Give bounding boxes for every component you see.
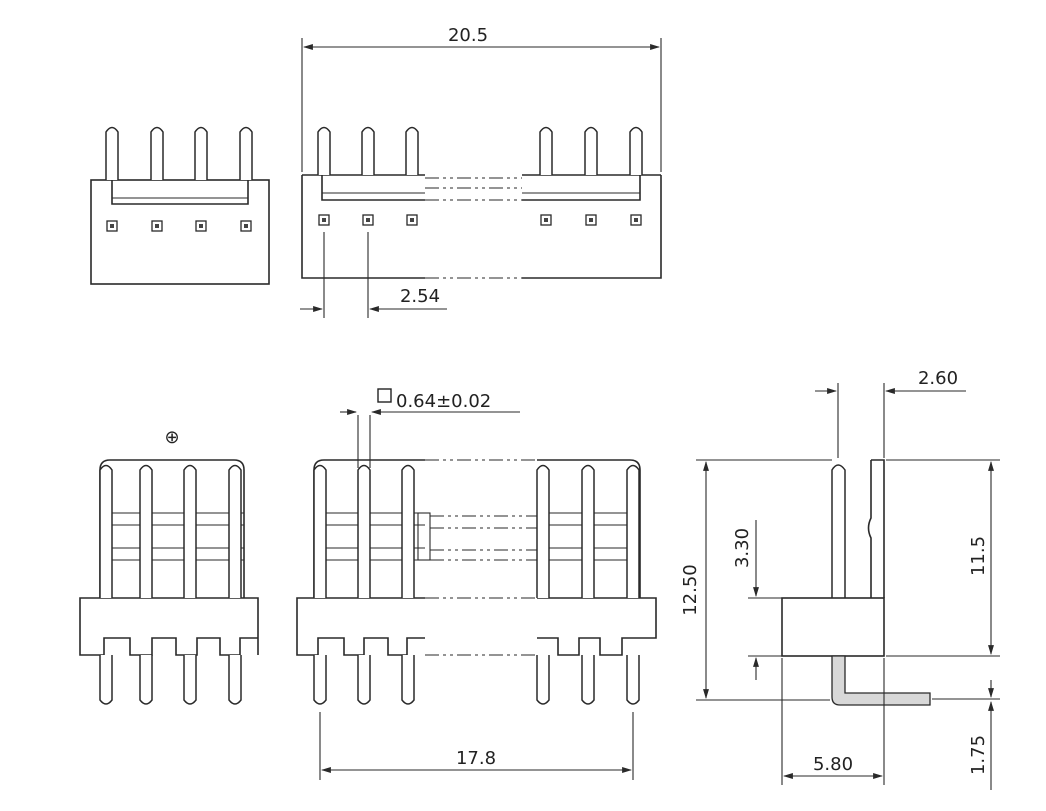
- dim-tail-length-label: 1.75: [968, 735, 989, 775]
- dim-depth-label: 5.80: [813, 754, 853, 775]
- dim-pin-height-label: 11.5: [968, 536, 989, 576]
- top-view-npin-holes: [318, 214, 642, 226]
- dim-housing-height-label: 3.30: [732, 528, 753, 568]
- dim-housing-height: 3.30: [732, 520, 782, 680]
- dim-pin-offset-label: 2.60: [918, 368, 958, 389]
- dim-pin-height: 11.5: [886, 459, 1000, 657]
- dim-tail-length: 1.75: [932, 680, 1000, 790]
- top-view-npin-pins: [317, 126, 643, 175]
- top-view-4pin-holes: [106, 220, 252, 232]
- dim-total-height-label: 12.50: [680, 564, 701, 616]
- dim-total-height: 12.50: [680, 459, 832, 701]
- dim-pin-size-label: 0.64±0.02: [396, 391, 491, 412]
- dim-depth: 5.80: [781, 658, 885, 785]
- dim-pitch: 2.54: [300, 232, 447, 318]
- dim-pitch-label: 2.54: [400, 286, 440, 307]
- top-view-4pin-pins: [105, 126, 253, 180]
- side-view: 2.60 12.50 3.30 11.5 1.75: [680, 368, 1000, 790]
- position-symbol: ⊕: [164, 427, 179, 448]
- front-view-4pin: ⊕: [79, 427, 259, 705]
- front-view-4pin-pins: [99, 464, 242, 705]
- dim-pin-span-label: 17.8: [456, 748, 496, 769]
- top-view-npin: 20.5 2.54: [300, 25, 662, 318]
- front-view-npin-pins: [313, 464, 640, 705]
- front-view-npin: 0.64±0.02 17.8: [296, 388, 657, 780]
- top-view-4pin: [90, 126, 270, 285]
- dim-overall-length: 20.5: [301, 25, 662, 172]
- dim-pin-offset: 2.60: [815, 368, 966, 458]
- dim-overall-length-label: 20.5: [448, 25, 488, 46]
- dim-pin-span: 17.8: [319, 712, 634, 780]
- dim-pin-size: 0.64±0.02: [340, 388, 520, 468]
- square-symbol-icon: [377, 388, 392, 403]
